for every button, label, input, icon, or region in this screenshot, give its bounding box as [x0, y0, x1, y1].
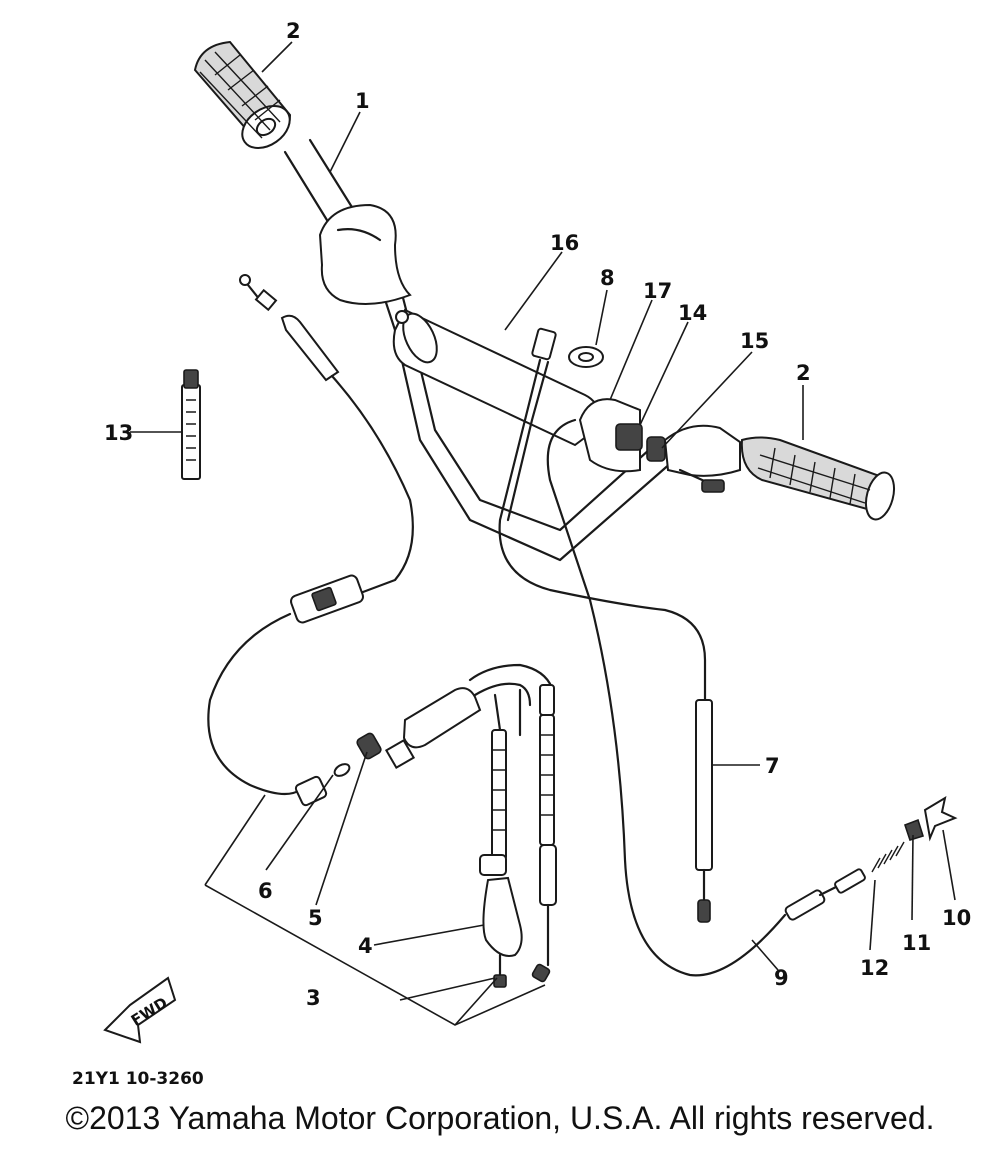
callout-4: 4	[358, 934, 373, 958]
diagram-canvas: FWD 2 1 16 8 17 14 15 2 13 7 6 5 4	[72, 19, 971, 1089]
cable-junction	[384, 663, 557, 988]
callout-8: 8	[600, 266, 615, 290]
callout-6: 6	[258, 879, 273, 903]
callout-13: 13	[104, 421, 133, 445]
throttle-cable	[498, 327, 713, 923]
callout-16: 16	[550, 231, 579, 255]
left-cable	[207, 274, 414, 807]
copyright-notice: ©2013 Yamaha Motor Corporation, U.S.A. A…	[65, 1100, 935, 1136]
cap-hole	[578, 352, 594, 362]
leader-lines	[130, 41, 956, 971]
left-grip	[193, 40, 292, 149]
callout-15: 15	[740, 329, 769, 353]
callout-17: 17	[643, 279, 672, 303]
callout-numbers: 2 1 16 8 17 14 15 2 13 7 6 5 4 3 9 12 11…	[104, 19, 971, 1010]
callout-12: 12	[860, 956, 889, 980]
washer	[333, 763, 351, 777]
clutch-cable	[546, 418, 958, 977]
forward-arrow: FWD	[103, 976, 177, 1044]
throttle-housing	[578, 398, 741, 493]
callout-10: 10	[942, 906, 971, 930]
callout-1: 1	[355, 89, 370, 113]
right-grip	[740, 436, 896, 521]
cable-band	[181, 369, 201, 480]
callout-5: 5	[308, 906, 323, 930]
callout-2-left: 2	[286, 19, 301, 43]
callout-9: 9	[774, 966, 789, 990]
callout-14: 14	[678, 301, 707, 325]
throttle-tube	[392, 308, 600, 447]
callout-2-right: 2	[796, 361, 811, 385]
callout-11: 11	[902, 931, 931, 955]
part-code: 21Y1 10-3260	[72, 1069, 204, 1089]
callout-7: 7	[765, 754, 780, 778]
callout-3: 3	[306, 986, 321, 1010]
adjust-nut	[356, 732, 382, 760]
